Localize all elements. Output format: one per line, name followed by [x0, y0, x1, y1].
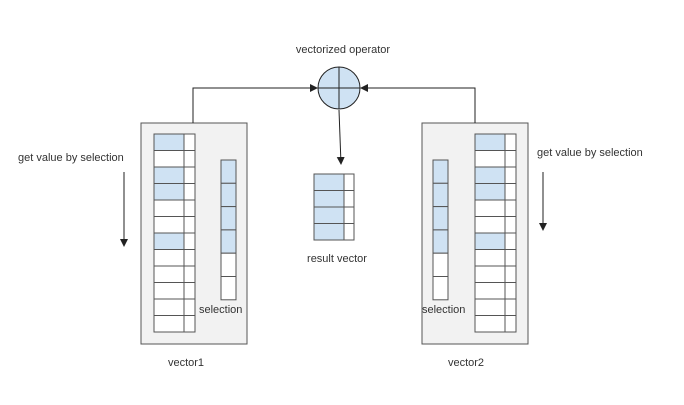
vector1-side-cell	[183, 315, 196, 333]
result-vector-column	[313, 173, 355, 241]
selection-right-cell	[432, 182, 449, 208]
left-caption: get value by selection	[18, 152, 124, 164]
vector2-cell	[474, 183, 506, 201]
vector2-side-cell	[504, 216, 517, 234]
vector2-side-cell	[504, 282, 517, 300]
vector2-cell	[474, 216, 506, 234]
vector1-side-cell	[183, 150, 196, 168]
vector1-side-cell	[183, 232, 196, 250]
vector1-cell	[153, 183, 185, 201]
vector1-side-cell	[183, 133, 196, 151]
vector1-side-cell	[183, 282, 196, 300]
vector1-side-cell	[183, 216, 196, 234]
vector1-cell	[153, 298, 185, 316]
selection-right-column	[432, 159, 449, 301]
vector2-label: vector2	[448, 357, 484, 369]
vector2-cell	[474, 249, 506, 267]
selection-left-cell	[220, 159, 237, 184]
vector2-cell	[474, 298, 506, 316]
vector2-cell	[474, 199, 506, 217]
result-vector-side-cell	[343, 173, 355, 191]
selection-left-cell	[220, 276, 237, 301]
vector1-cell	[153, 249, 185, 267]
operator-to-result-arrow	[336, 109, 345, 165]
vector1-side-cell	[183, 298, 196, 316]
vector2-to-operator-arrow	[360, 84, 476, 123]
vector1-cell	[153, 199, 185, 217]
result-vector-side-cell	[343, 223, 355, 241]
vector2-side-cell	[504, 232, 517, 250]
right-caption: get value by selection	[537, 147, 643, 159]
vector1-cell	[153, 150, 185, 168]
selection-left-column	[220, 159, 237, 301]
vector2-side-cell	[504, 265, 517, 283]
vector2-cell	[474, 265, 506, 283]
selection-right-cell	[432, 252, 449, 277]
vector2-side-cell	[504, 298, 517, 316]
vector2-cell	[474, 232, 506, 250]
vector2-side-cell	[504, 166, 517, 184]
result-vector-side-cell	[343, 190, 355, 208]
selection-left-label: selection	[199, 304, 242, 316]
vector1-label: vector1	[168, 357, 204, 369]
selection-right-label: selection	[422, 304, 465, 316]
result-vector-label: result vector	[307, 253, 367, 265]
selection-right-cell	[432, 206, 449, 231]
vector1-cell	[153, 315, 185, 333]
vector1-side-cell	[183, 166, 196, 184]
vector2-side-cell	[504, 199, 517, 217]
selection-left-cell	[220, 182, 237, 208]
vector1-side-cell	[183, 265, 196, 283]
selection-right-cell	[432, 229, 449, 254]
result-vector-cell	[313, 223, 345, 241]
vector2-cell	[474, 166, 506, 184]
vector1-side-cell	[183, 199, 196, 217]
vector2-column	[474, 133, 517, 333]
selection-left-cell	[220, 229, 237, 254]
vector1-cell	[153, 232, 185, 250]
vector1-side-cell	[183, 249, 196, 267]
result-vector-cell	[313, 190, 345, 208]
result-vector-side-cell	[343, 206, 355, 224]
selection-right-cell	[432, 276, 449, 301]
vector2-cell	[474, 133, 506, 151]
vector1-column	[153, 133, 196, 333]
vector2-side-cell	[504, 133, 517, 151]
selection-left-cell	[220, 206, 237, 231]
vectorized-operator-node	[317, 66, 361, 110]
vector1-side-cell	[183, 183, 196, 201]
result-vector-cell	[313, 173, 345, 191]
vector2-cell	[474, 282, 506, 300]
vector1-cell	[153, 265, 185, 283]
vector2-cell	[474, 150, 506, 168]
selection-right-cell	[432, 159, 449, 184]
vector2-side-cell	[504, 150, 517, 168]
vector1-cell	[153, 133, 185, 151]
result-vector-cell	[313, 206, 345, 224]
vector2-side-cell	[504, 249, 517, 267]
operator-label: vectorized operator	[296, 44, 390, 56]
selection-left-cell	[220, 252, 237, 277]
vector2-side-cell	[504, 315, 517, 333]
vector1-cell	[153, 166, 185, 184]
vector2-cell	[474, 315, 506, 333]
vector1-to-operator-arrow	[192, 84, 318, 123]
vector1-cell	[153, 216, 185, 234]
vector2-side-cell	[504, 183, 517, 201]
vector1-cell	[153, 282, 185, 300]
